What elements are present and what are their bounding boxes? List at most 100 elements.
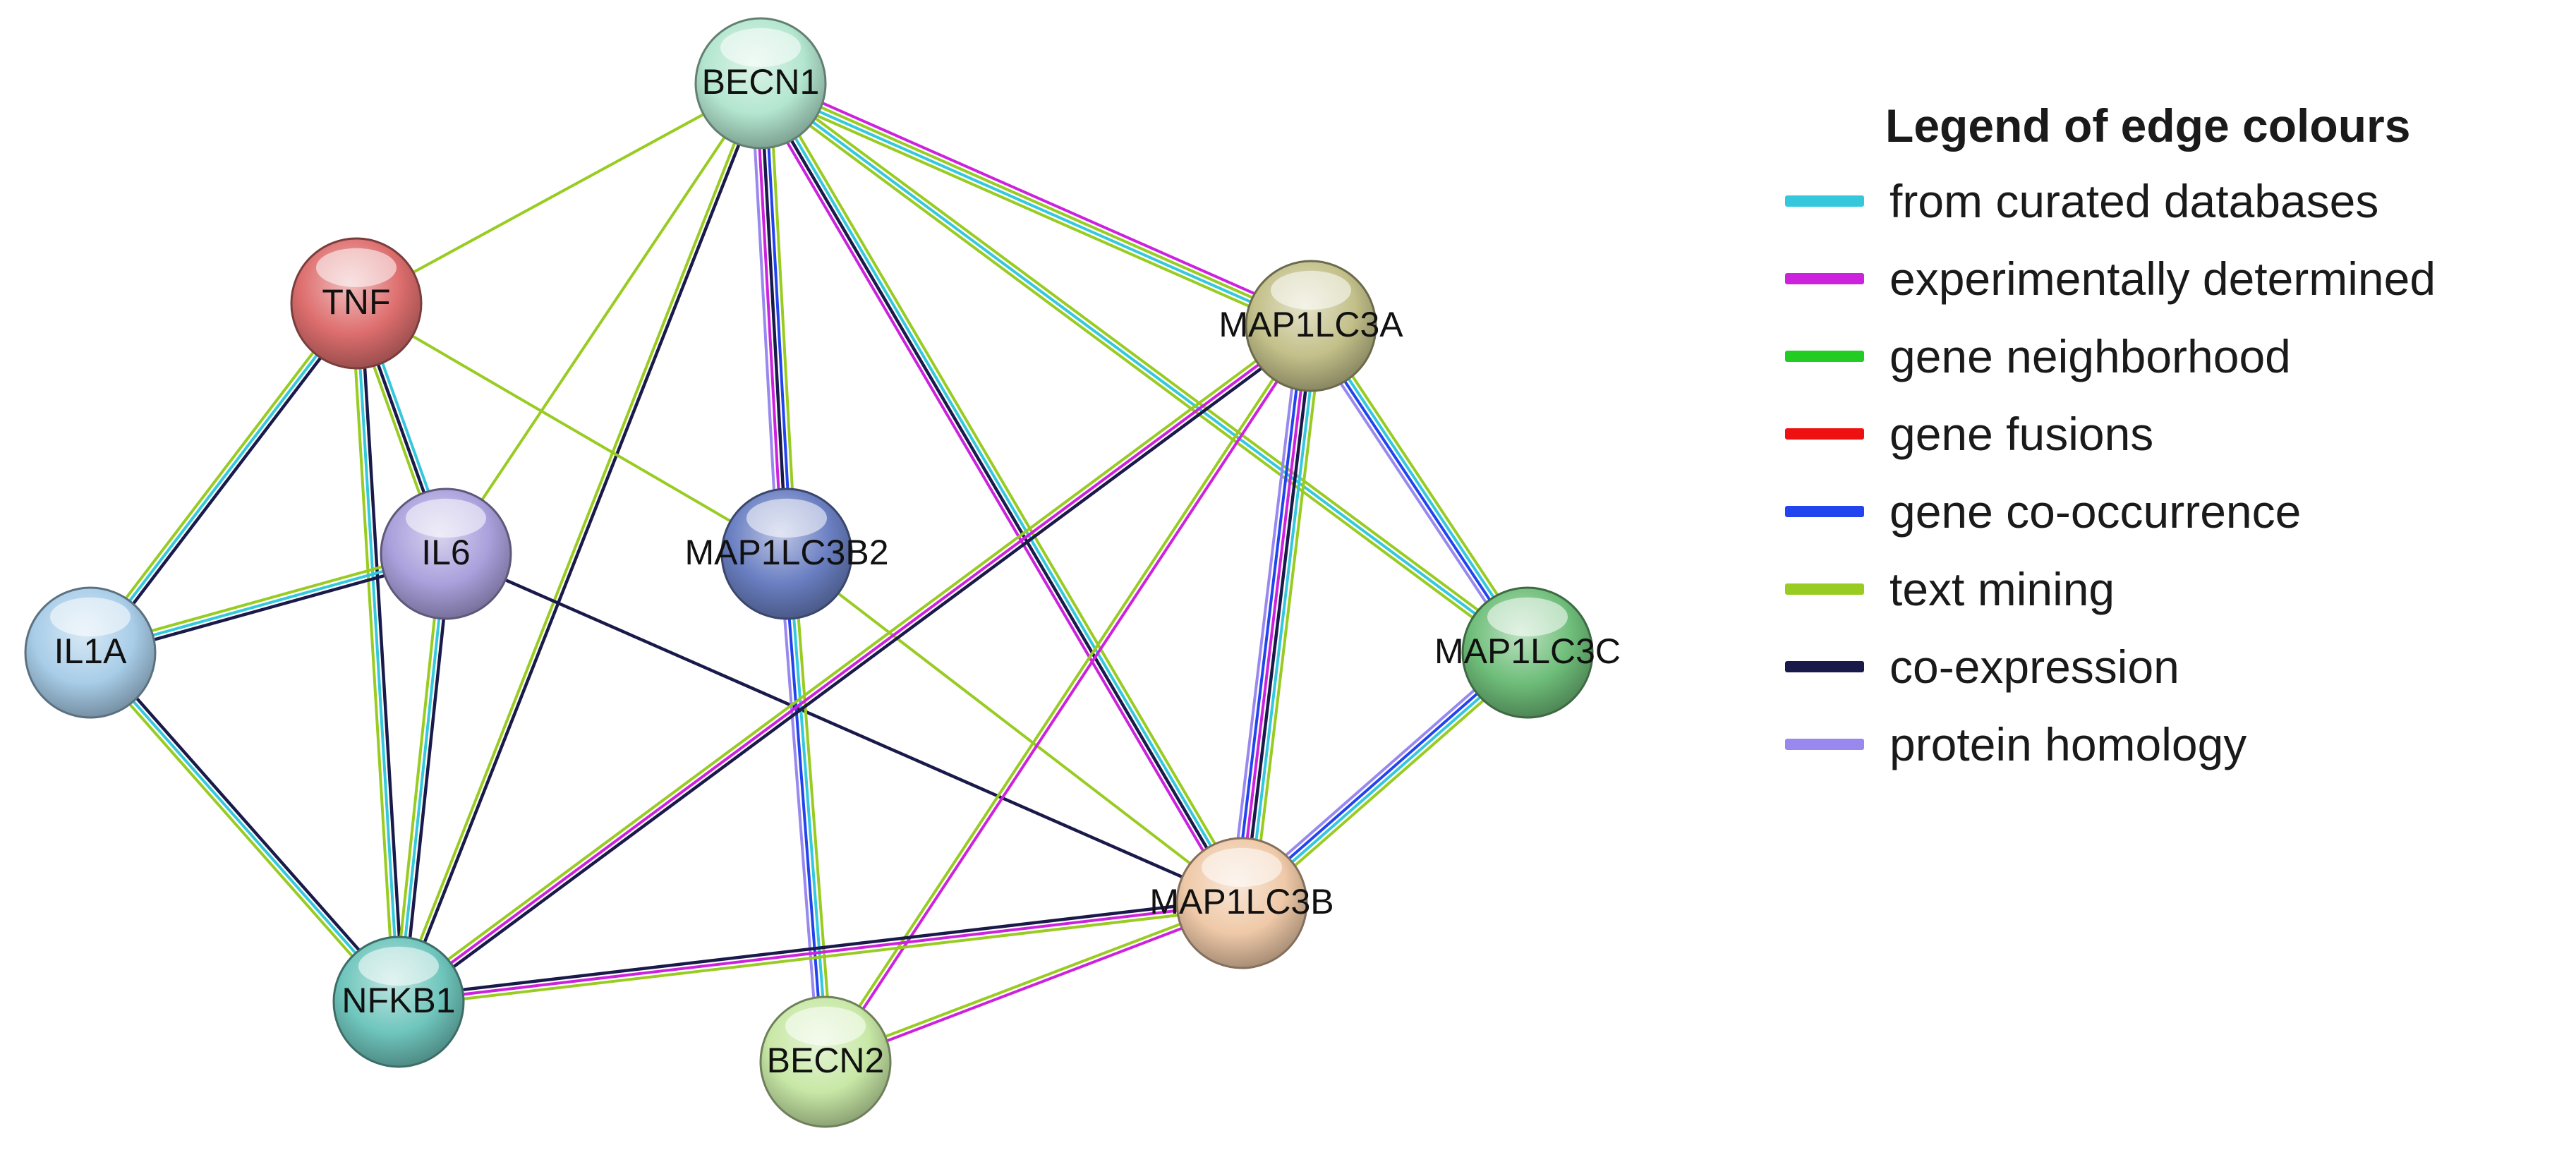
edge-il6-map1lc3b (444, 552, 1244, 905)
edge-becn1-map1lc3a (756, 75, 1315, 334)
edge-strand-curated-databases (1247, 325, 1319, 906)
edge-strand-co-expression (92, 648, 404, 1000)
node-nfkb1[interactable]: NFKB1 (332, 936, 465, 1068)
edge-colour-legend: Legend of edge colours from curated data… (1785, 99, 2436, 783)
node-label: NFKB1 (341, 981, 455, 1020)
edge-strand-text-mining (394, 320, 1310, 1000)
legend-item-curated-databases: from curated databases (1785, 162, 2436, 240)
edge-map1lc3b-becn2 (823, 899, 1245, 1066)
edge-strand-text-mining (768, 81, 797, 555)
node-label: MAP1LC3A (1219, 305, 1403, 344)
edge-strand-text-mining (85, 299, 354, 652)
node-tnf[interactable]: TNF (290, 237, 423, 370)
edge-strand-experimentally-determined (826, 325, 1314, 1065)
legend-swatch (1785, 739, 1864, 750)
legend-swatch (1785, 195, 1864, 207)
legend-swatch (1785, 428, 1864, 440)
legend-item-protein-homology: protein homology (1785, 706, 2436, 783)
edge-strand-co-expression (1242, 325, 1315, 905)
edge-strand-text-mining (756, 87, 1310, 334)
node-label: MAP1LC3B2 (684, 533, 888, 572)
edge-strand-co-expression (359, 301, 405, 1003)
edge-il1a-nfkb1 (85, 648, 404, 1007)
edge-strand-text-mining (785, 552, 1243, 904)
edge-strand-curated-databases (787, 552, 830, 1063)
node-becn1[interactable]: BECN1 (694, 17, 827, 150)
edge-strand-co-expression (401, 552, 452, 1004)
edge-strand-text-mining (355, 82, 762, 305)
edge-strand-co-expression (758, 81, 789, 556)
legend-label: gene co-occurrence (1889, 485, 2302, 538)
node-highlight (49, 597, 131, 637)
edge-strand-experimentally-determined (761, 75, 1315, 322)
node-label: IL1A (54, 631, 128, 671)
edge-strand-co-expression (92, 304, 362, 658)
edge-strand-curated-databases (761, 80, 1245, 904)
legend-swatch (1785, 661, 1864, 672)
node-highlight (1487, 597, 1568, 637)
edge-strand-text-mining (756, 85, 1527, 658)
edge-becn1-nfkb1 (394, 80, 765, 1005)
legend-item-text-mining: text mining (1785, 550, 2436, 628)
edge-tnf-nfkb1 (350, 301, 405, 1004)
edge-strand-text-mining (792, 552, 834, 1063)
legend-label: from curated databases (1889, 175, 2379, 227)
edge-strand-experimentally-determined (753, 85, 1238, 908)
edge-strand-experimentally-determined (1238, 324, 1310, 904)
node-il1a[interactable]: IL1A (24, 586, 157, 719)
legend-label: protein homology (1889, 718, 2247, 770)
node-map1lc3a[interactable]: MAP1LC3A (1219, 260, 1403, 392)
legend-item-gene-fusions: gene fusions (1785, 395, 2436, 473)
legend-label: text mining (1889, 563, 2115, 615)
edge-tnf-il1a (85, 299, 362, 658)
node-highlight (785, 1006, 866, 1046)
edge-strand-curated-databases (89, 651, 400, 1003)
edge-strand-gene-co-occurrence (1233, 323, 1306, 904)
edge-strand-gene-co-occurrence (763, 81, 793, 555)
node-highlight (1270, 270, 1352, 310)
legend-swatch (1785, 351, 1864, 362)
edge-strand-protein-homology (778, 552, 821, 1064)
legend-label: co-expression (1889, 641, 2179, 693)
legend-title: Legend of edge colours (1885, 99, 2411, 152)
edge-strand-co-expression (399, 327, 1316, 1007)
edge-strand-co-expression (444, 552, 1244, 905)
edge-strand-experimentally-determined (397, 325, 1312, 1003)
edge-strand-curated-databases (355, 302, 400, 1003)
node-highlight (1201, 847, 1283, 887)
edge-strand-experimentally-determined (825, 904, 1245, 1066)
node-highlight (720, 28, 802, 67)
edge-strand-text-mining (355, 302, 788, 555)
edge-becn1-map1lc3b2 (750, 81, 797, 556)
legend-label: experimentally determined (1889, 253, 2436, 305)
edge-strand-co-expression (756, 83, 1242, 906)
legend-items: from curated databases experimentally det… (1785, 162, 2436, 783)
edge-tnf-becn1 (355, 82, 762, 305)
node-map1lc3c[interactable]: MAP1LC3C (1434, 586, 1621, 719)
node-label: MAP1LC3C (1434, 631, 1621, 671)
edge-strand-protein-homology (750, 82, 780, 556)
edge-map1lc3b2-becn2 (778, 552, 834, 1064)
edge-strand-text-mining (1252, 325, 1324, 906)
node-becn2[interactable]: BECN2 (759, 995, 892, 1128)
node-il6[interactable]: IL6 (380, 488, 512, 620)
edge-strand-curated-databases (397, 552, 447, 1003)
edge-il6-nfkb1 (392, 552, 452, 1004)
edge-becn1-il6 (445, 82, 762, 555)
edge-strand-text-mining (761, 78, 1532, 650)
edge-strand-experimentally-determined (754, 82, 784, 556)
node-map1lc3b2[interactable]: MAP1LC3B2 (684, 488, 889, 620)
node-highlight (746, 498, 828, 538)
edge-map1lc3a-nfkb1 (394, 320, 1316, 1007)
node-map1lc3b[interactable]: MAP1LC3B (1149, 837, 1334, 969)
edge-strand-gene-co-occurrence (782, 552, 825, 1064)
edge-strand-co-expression (399, 82, 765, 1005)
legend-swatch (1785, 273, 1864, 284)
edge-strand-text-mining (760, 80, 1314, 326)
legend-item-gene-neighborhood: gene neighborhood (1785, 317, 2436, 395)
edge-strand-curated-databases (89, 302, 358, 654)
edge-strand-text-mining (85, 654, 397, 1007)
legend-label: gene neighborhood (1889, 330, 2291, 382)
node-label: BECN1 (702, 62, 820, 102)
